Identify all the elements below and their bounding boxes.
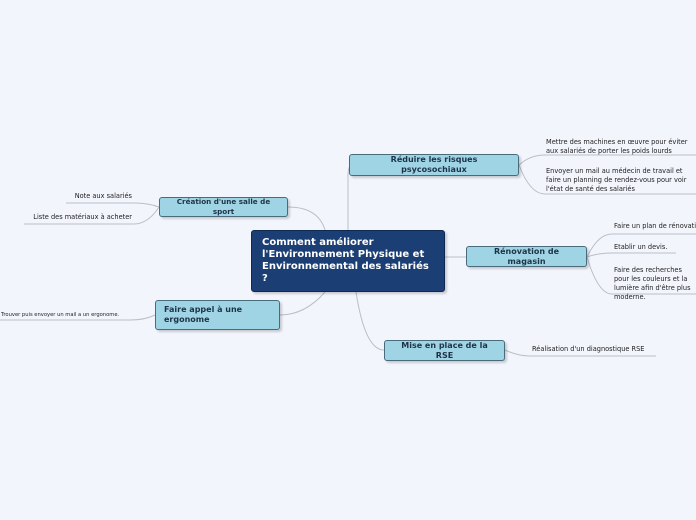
- link-central-rse: [355, 291, 385, 351]
- link-renovation-leaf1: [586, 233, 696, 258]
- link-rse-leaf1: [504, 349, 656, 357]
- leaf-rse-diagnostique[interactable]: Réalisation d'un diagnostique RSE: [532, 345, 645, 353]
- link-sport-leaf2: [24, 206, 160, 225]
- central-topic[interactable]: Comment améliorer l'Environnement Physiq…: [251, 230, 445, 292]
- leaf-renovation-couleurs[interactable]: Faire des recherches pour les couleurs e…: [614, 266, 691, 301]
- leaf-renovation-plan[interactable]: Faire un plan de rénovation: [614, 222, 696, 230]
- link-renovation-leaf2: [586, 252, 676, 258]
- leaf-ergonome-mail[interactable]: Trouver puis envoyer un mail a un ergono…: [1, 312, 120, 318]
- branch-risques-label: Réduire les risques psycosochiaux: [390, 155, 478, 174]
- branch-renovation[interactable]: Rénovation de magasin: [466, 246, 587, 267]
- link-risques-leaf2: [518, 164, 696, 195]
- branch-rse[interactable]: Mise en place de la RSE: [384, 340, 505, 361]
- link-central-sport: [287, 206, 326, 231]
- branch-sport-label: Création d'une salle de sport: [176, 197, 271, 216]
- leaf-sport-materiaux[interactable]: Liste des matériaux à acheter: [33, 213, 132, 221]
- leaf-risques-machines[interactable]: Mettre des machines en œuvre pour éviter…: [546, 138, 688, 155]
- branch-ergonome-label: Faire appel à une ergonome: [164, 305, 243, 324]
- link-central-ergonome: [279, 291, 326, 316]
- central-topic-label: Comment améliorer l'Environnement Physiq…: [262, 237, 429, 284]
- branch-ergonome[interactable]: Faire appel à une ergonome: [155, 300, 280, 330]
- branch-sport[interactable]: Création d'une salle de sport: [159, 197, 288, 217]
- leaf-sport-note[interactable]: Note aux salariés: [74, 192, 132, 200]
- branch-rse-label: Mise en place de la RSE: [401, 340, 488, 360]
- link-risques-leaf1: [518, 154, 696, 166]
- branch-risques[interactable]: Réduire les risques psycosochiaux: [349, 154, 519, 176]
- leaf-renovation-devis[interactable]: Etablir un devis.: [614, 243, 668, 251]
- link-renovation-leaf3: [586, 256, 696, 295]
- branch-renovation-label: Rénovation de magasin: [493, 246, 560, 266]
- leaf-risques-medecin[interactable]: Envoyer un mail au médecin de travail et…: [546, 167, 687, 193]
- link-sport-leaf1: [66, 202, 160, 208]
- link-ergonome-leaf1: [0, 314, 156, 321]
